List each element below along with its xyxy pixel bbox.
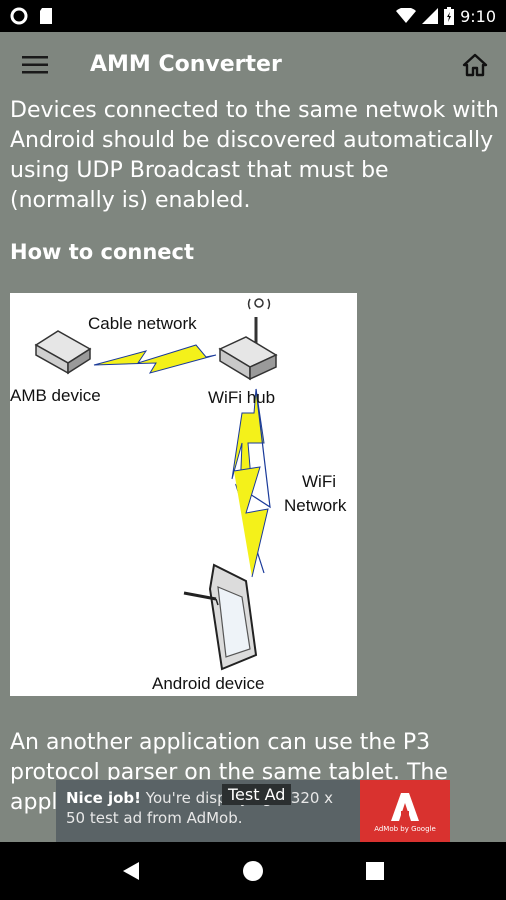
back-icon[interactable] [121, 860, 141, 882]
admob-caption: AdMob by Google [374, 825, 436, 833]
android-device-label: Android device [152, 674, 264, 693]
main-content: Devices connected to the same netwok wit… [10, 96, 500, 264]
network-label: Network [284, 496, 347, 515]
battery-charging-icon [444, 7, 455, 25]
wifi-hub-label: WiFi hub [208, 388, 275, 407]
test-ad-banner[interactable]: Nice job! You're displaying a 320 x 50 t… [56, 780, 450, 842]
cable-network-label: Cable network [88, 314, 197, 333]
intro-paragraph: Devices connected to the same netwok wit… [10, 98, 499, 213]
menu-icon[interactable] [22, 56, 48, 74]
sd-card-icon [40, 8, 52, 24]
home-icon[interactable] [462, 52, 488, 78]
amb-device-icon [34, 330, 92, 375]
section-heading: How to connect [10, 240, 194, 264]
wifi-label: WiFi [302, 472, 336, 491]
wifi-icon [396, 8, 417, 23]
ad-bold-text: Nice job! [66, 789, 142, 807]
diagram-svg: Cable network AMB device WiFi hub WiFi N… [10, 298, 347, 693]
wifi-lightning [231, 388, 265, 494]
test-ad-badge: Test Ad [222, 784, 292, 805]
app-title: AMM Converter [90, 52, 282, 77]
home-circle-icon[interactable] [242, 860, 264, 882]
ad-text: Nice job! You're displaying a 320 x 50 t… [56, 780, 360, 842]
circle-notification-icon [10, 7, 28, 25]
connection-diagram: Cable network AMB device WiFi hub WiFi N… [10, 293, 357, 696]
admob-icon [391, 793, 419, 821]
recents-icon[interactable] [365, 861, 385, 881]
signal-icon [422, 8, 439, 24]
app-bar: AMM Converter [0, 32, 506, 98]
navigation-bar [0, 842, 506, 900]
status-time: 9:10 [460, 6, 496, 26]
android-tablet-icon [183, 563, 258, 671]
admob-logo: AdMob by Google [360, 780, 450, 842]
status-bar: 9:10 [0, 0, 506, 32]
cable-lightning [93, 344, 217, 374]
wifi-hub-icon [218, 298, 278, 381]
amb-device-label: AMB device [10, 386, 101, 405]
